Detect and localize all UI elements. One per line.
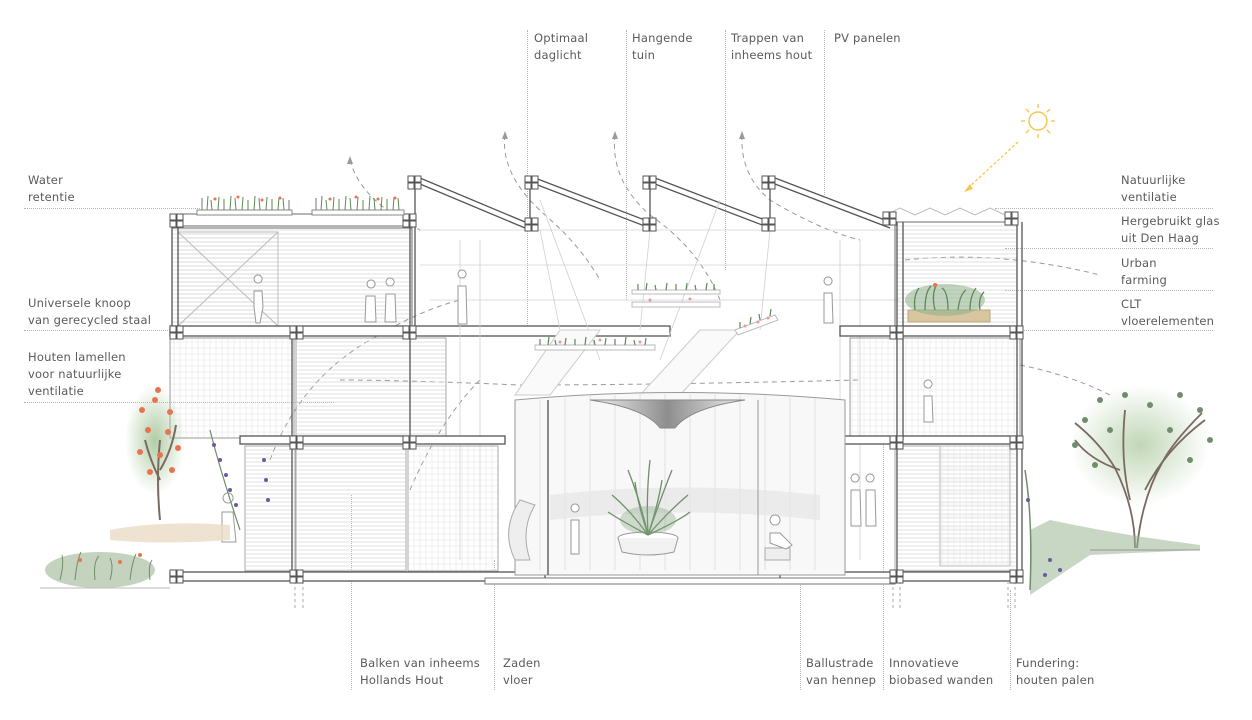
label-line: Optimaal: [534, 31, 589, 45]
skylight-funnel-icon: [589, 399, 746, 429]
label-line: van hennep: [806, 673, 877, 687]
label-line: farming: [1121, 273, 1168, 287]
leader-balken: [351, 495, 352, 690]
label-line: Hangende: [632, 31, 693, 45]
central-atrium: [508, 392, 846, 576]
label-water-retentie: Water retentie: [28, 172, 75, 206]
label-pv-panelen: PV panelen: [834, 30, 901, 47]
label-line: biobased wanden: [889, 673, 994, 687]
label-line: Balken van inheems: [360, 656, 480, 670]
label-line: Urban: [1121, 256, 1157, 270]
leader-glas: [1005, 248, 1213, 249]
leader-trappen: [725, 30, 726, 270]
label-line: Hergebruikt glas: [1121, 214, 1220, 228]
label-natuurlijke-ventilatie: Natuurlijke ventilatie: [1121, 172, 1186, 206]
label-line: Natuurlijke: [1121, 173, 1186, 187]
leader-water-retentie: [24, 208, 200, 209]
label-line: inheems hout: [731, 48, 813, 62]
person-silhouette-icon: [221, 269, 934, 555]
label-line: Trappen van: [731, 31, 805, 45]
label-line: vloer: [503, 673, 533, 687]
label-line: Universele knoop: [28, 296, 132, 310]
label-urban-farming: Urban farming: [1121, 255, 1167, 289]
label-trappen-van-inheems-hout: Trappen van inheems hout: [731, 30, 812, 64]
label-line: Hollands Hout: [360, 673, 444, 687]
label-line: Ballustrade: [806, 656, 874, 670]
label-line: Water: [28, 173, 63, 187]
urban-farming-icon: [905, 283, 991, 323]
roof-garden-icon: [196, 195, 405, 216]
tree-icon: [40, 385, 270, 589]
leader-zaden: [494, 560, 495, 690]
label-line: van gerecycled staal: [28, 313, 152, 327]
sun-icon: [1021, 104, 1055, 138]
label-fundering-houten-palen: Fundering: houten palen: [1016, 655, 1094, 689]
hanging-garden-icon: [534, 282, 779, 351]
label-zaden-vloer: Zaden vloer: [503, 655, 541, 689]
label-line: PV panelen: [834, 31, 901, 45]
label-innovatieve-wanden: Innovatieve biobased wanden: [889, 655, 993, 689]
label-line: Zaden: [503, 656, 541, 670]
label-line: Innovatieve: [889, 656, 959, 670]
leader-wanden: [883, 440, 884, 690]
leader-hangende-tuin: [626, 30, 627, 300]
leader-pv-panelen: [824, 30, 825, 195]
tree-icon-right: [1024, 385, 1213, 595]
label-ballustrade-hennep: Ballustrade van hennep: [806, 655, 876, 689]
label-line: Fundering:: [1016, 656, 1080, 670]
label-balken-hollands-hout: Balken van inheems Hollands Hout: [360, 655, 480, 689]
leader-knoop: [24, 330, 170, 331]
label-line: retentie: [28, 190, 75, 204]
label-line: uit Den Haag: [1121, 231, 1199, 245]
label-hergebruikt-glas: Hergebruikt glas uit Den Haag: [1121, 213, 1220, 247]
leader-fundering: [1010, 590, 1011, 690]
label-universele-knoop: Universele knoop van gerecycled staal: [28, 295, 151, 329]
label-line: Houten lamellen: [28, 350, 126, 364]
label-hangende-tuin: Hangende tuin: [632, 30, 693, 64]
label-line: daglicht: [534, 48, 582, 62]
label-line: houten palen: [1016, 673, 1095, 687]
label-line: voor natuurlijke: [28, 367, 122, 381]
label-optimaal-daglicht: Optimaal daglicht: [534, 30, 588, 64]
label-line: ventilatie: [28, 384, 84, 398]
leader-natuurlijke-ventilatie: [995, 208, 1213, 209]
leader-urban-farming: [1005, 290, 1213, 291]
label-line: vloerelementen: [1121, 314, 1215, 328]
sunlight-arrow-icon: [967, 141, 1019, 189]
leader-clt: [1018, 330, 1213, 331]
label-line: CLT: [1121, 297, 1142, 311]
label-line: ventilatie: [1121, 190, 1177, 204]
label-houten-lamellen: Houten lamellen voor natuurlijke ventila…: [28, 349, 126, 400]
label-line: tuin: [632, 48, 656, 62]
label-clt-vloerelementen: CLT vloerelementen: [1121, 296, 1214, 330]
